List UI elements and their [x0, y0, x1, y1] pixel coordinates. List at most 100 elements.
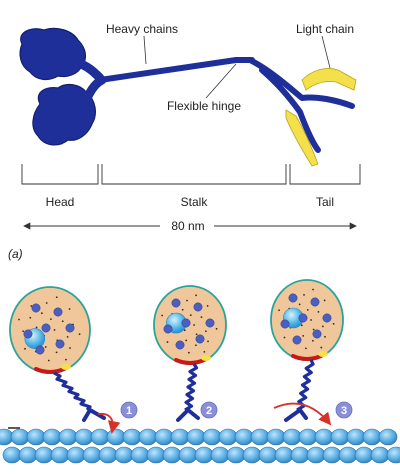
actin-filament [0, 428, 400, 464]
vesicle-3 [270, 279, 344, 422]
actin-bead [18, 446, 38, 464]
vesicle-speckle [204, 330, 207, 333]
vesicle-speckle [68, 308, 71, 310]
step-number-2: 2 [206, 405, 212, 417]
vesicle-speckle [200, 316, 203, 318]
actin-bead [42, 428, 62, 446]
vesicle-speckle [55, 351, 58, 354]
actin-bead [66, 446, 86, 464]
vesicle-speckle [298, 303, 301, 306]
myosin-stalk [53, 371, 92, 412]
actin-bead [210, 446, 230, 464]
heavy-chains-leader [143, 35, 147, 65]
myosin-stalk [296, 359, 315, 412]
step-badge-1 [120, 401, 138, 419]
head-label: Head [46, 195, 75, 209]
light-chain-attachment [61, 364, 71, 370]
vesicle-speckle [300, 324, 303, 327]
vesicle-speckle [207, 340, 209, 343]
vesicle-speckle [193, 324, 195, 326]
actin-bead [234, 428, 254, 446]
actin-bead [130, 446, 150, 464]
vesicle-speckle [47, 359, 50, 362]
vesicle-granule [292, 335, 302, 345]
actin-bead [10, 428, 30, 446]
vesicle-speckle [22, 330, 25, 333]
vesicle-granule [205, 318, 215, 328]
actin-bead [362, 428, 382, 446]
vesicle-speckle [53, 329, 56, 331]
actin-bead [314, 428, 334, 446]
vesicle-speckle [185, 339, 188, 342]
vesicle-granule [31, 303, 41, 313]
panel-a-myosin-structure: Heavy chains Light chain Flexible hinge … [8, 22, 361, 261]
vesicle-speckle [302, 334, 305, 337]
stalk-label: Stalk [181, 195, 209, 209]
vesicle-speckle [332, 322, 335, 325]
vesicle-speckle [35, 326, 38, 329]
vesicle-membrane [270, 279, 344, 361]
vesicle-speckle [278, 309, 281, 312]
motion-arrow-3 [273, 402, 332, 426]
actin-bead [202, 428, 222, 446]
stalk-bracket [101, 164, 287, 185]
vesicle-speckle [321, 325, 324, 328]
step-badge-3 [335, 401, 353, 419]
actin-bead [2, 446, 22, 464]
light-chain-attachment [201, 355, 211, 361]
actin-bead [242, 446, 262, 464]
heavy-chain-tail-lower [259, 67, 321, 153]
vesicle-granule [65, 323, 75, 333]
vesicle-speckle [203, 350, 206, 353]
myosin-stalk [184, 363, 199, 412]
vesicle-speckle [55, 296, 58, 299]
actin-bead [298, 428, 318, 446]
vesicle-speckle [312, 288, 314, 291]
heavy-chain-tail-upper [247, 57, 355, 109]
vesicle-speckle [283, 336, 286, 339]
actin-bead [58, 428, 78, 446]
vesicle-speckle [195, 294, 197, 297]
actin-bead [194, 446, 214, 464]
vesicle-speckle [40, 312, 43, 315]
actin-bead [258, 446, 278, 464]
vesicle-granule [175, 340, 185, 350]
actin-bead [330, 428, 350, 446]
vesicle-granule [163, 324, 173, 334]
vesicle-speckle [195, 333, 198, 336]
vesicle-speckle [320, 346, 323, 349]
vesicle-speckle [18, 318, 20, 321]
vesicle-granule [171, 298, 181, 308]
vesicle-speckle [24, 347, 26, 350]
vesicle-speckle [215, 327, 218, 330]
actin-bead [26, 428, 46, 446]
vesicle-2 [153, 285, 227, 422]
vesicle-speckle [166, 341, 169, 343]
vesicle-speckle [317, 310, 320, 313]
actin-bead [186, 428, 206, 446]
actin-bead [282, 428, 302, 446]
light-chain-attachment [318, 351, 328, 357]
heavy-chain-stalk [97, 57, 255, 83]
actin-bead [82, 446, 102, 464]
vesicle-1 [9, 286, 106, 422]
light-chain-lower [285, 109, 319, 167]
vesicles [9, 279, 344, 434]
vesicle-granule [23, 329, 33, 339]
vesicle-granule [298, 313, 308, 323]
vesicle-granule [55, 339, 65, 349]
vesicle-speckle [29, 316, 32, 319]
myosin-feet [176, 408, 200, 422]
vesicle-speckle [312, 328, 315, 331]
actin-bead [178, 446, 198, 464]
vesicle-speckle [44, 346, 47, 348]
actin-bead [274, 446, 294, 464]
light-chain-upper [301, 68, 357, 91]
flexible-hinge-label: Flexible hinge [167, 99, 241, 113]
actin-bead [74, 428, 94, 446]
tail-bracket [289, 164, 361, 185]
actin-bead [146, 446, 166, 464]
actin-bead [218, 428, 238, 446]
